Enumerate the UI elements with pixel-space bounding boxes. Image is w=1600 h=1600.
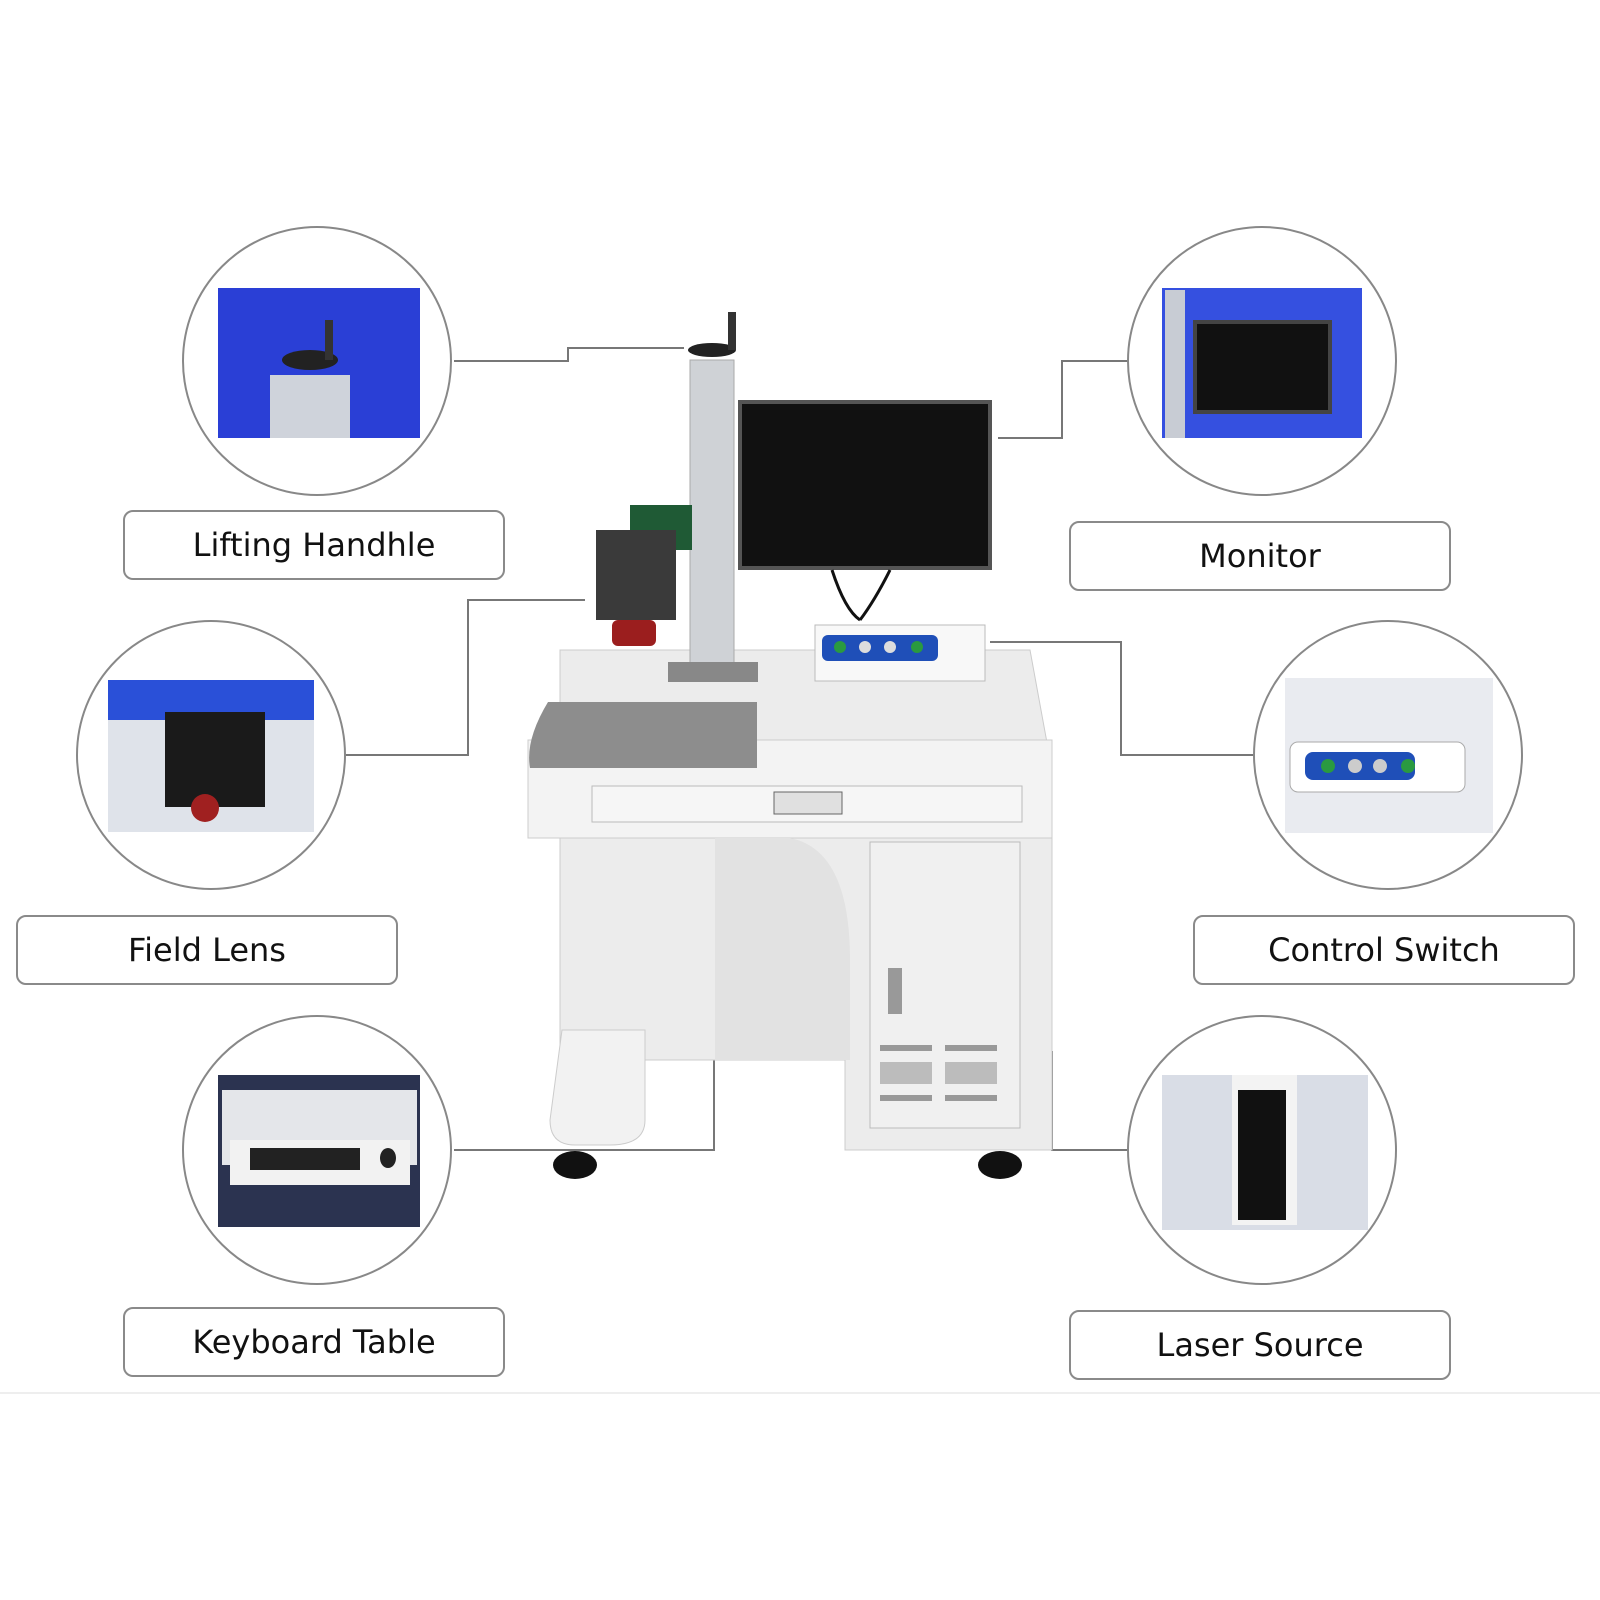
label-lifting-handle: Lifting Handhle (123, 510, 505, 580)
detail-circle-monitor (1127, 226, 1397, 496)
detail-circle-lifting-handle (182, 226, 452, 496)
detail-circle-field-lens (76, 620, 346, 890)
laser-marking-machine (527, 312, 1053, 1179)
divider (0, 1392, 1600, 1394)
label-monitor: Monitor (1069, 521, 1451, 591)
detail-circle-laser-source (1127, 1015, 1397, 1285)
detail-circle-keyboard-table (182, 1015, 452, 1285)
detail-circle-control-switch (1253, 620, 1523, 890)
label-control-switch: Control Switch (1193, 915, 1575, 985)
label-keyboard-table: Keyboard Table (123, 1307, 505, 1377)
label-laser-source: Laser Source (1069, 1310, 1451, 1380)
label-field-lens: Field Lens (16, 915, 398, 985)
